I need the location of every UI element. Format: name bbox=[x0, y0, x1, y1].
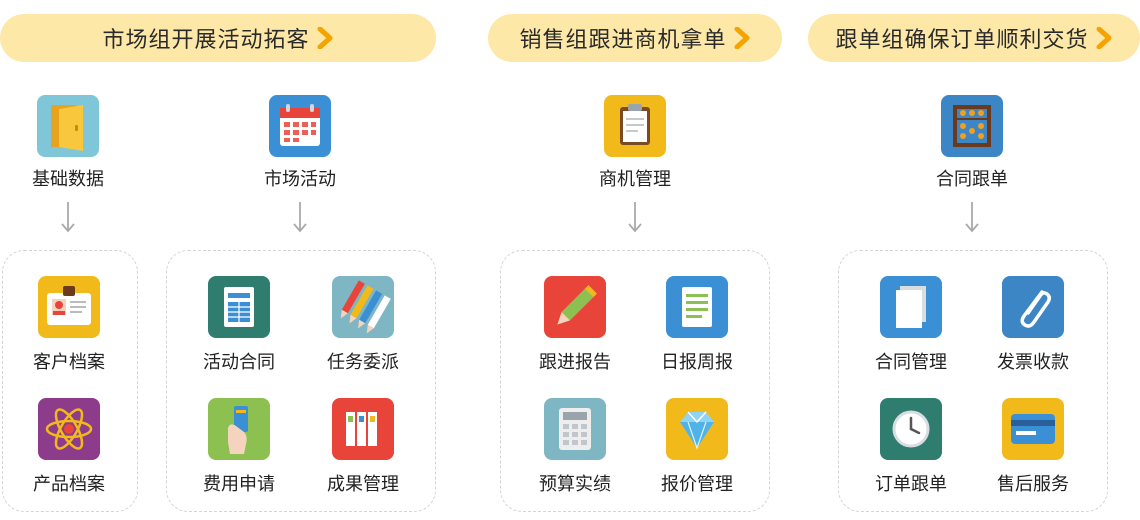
pencils-icon bbox=[332, 276, 394, 338]
node-label: 市场活动 bbox=[264, 169, 336, 190]
credit-card-icon bbox=[1002, 398, 1064, 460]
stage-pill-market: 市场组开展活动拓客 bbox=[0, 14, 436, 62]
item-followup-report[interactable]: 跟进报告 bbox=[520, 276, 630, 374]
node-market-activity[interactable]: 市场活动 bbox=[250, 95, 350, 191]
stage-title: 销售组跟进商机拿单 bbox=[519, 28, 727, 53]
node-label: 商机管理 bbox=[599, 169, 671, 190]
item-daily-report[interactable]: 日报周报 bbox=[642, 276, 752, 374]
item-label: 客户档案 bbox=[33, 352, 105, 373]
node-opportunity[interactable]: 商机管理 bbox=[585, 95, 685, 191]
abacus-icon bbox=[941, 95, 1003, 157]
group-basic-data bbox=[2, 250, 138, 512]
report-icon bbox=[666, 276, 728, 338]
calculator-icon bbox=[544, 398, 606, 460]
clipboard-icon bbox=[604, 95, 666, 157]
atom-icon bbox=[38, 398, 100, 460]
item-result-manage[interactable]: 成果管理 bbox=[308, 398, 418, 496]
chevron-right-icon bbox=[1095, 27, 1113, 49]
card-hand-icon bbox=[208, 398, 270, 460]
item-task-assign[interactable]: 任务委派 bbox=[308, 276, 418, 374]
item-label: 报价管理 bbox=[661, 474, 733, 495]
stage-pill-deliver: 跟单组确保订单顺利交货 bbox=[808, 14, 1140, 62]
group-contract-follow bbox=[838, 250, 1108, 512]
document-icon bbox=[208, 276, 270, 338]
arrow-down-icon bbox=[962, 200, 982, 234]
node-label: 基础数据 bbox=[32, 169, 104, 190]
papers-icon bbox=[880, 276, 942, 338]
paperclip-icon bbox=[1002, 276, 1064, 338]
item-contract-manage[interactable]: 合同管理 bbox=[856, 276, 966, 374]
pencil-icon bbox=[544, 276, 606, 338]
item-after-sales[interactable]: 售后服务 bbox=[978, 398, 1088, 496]
clock-icon bbox=[880, 398, 942, 460]
item-quote-manage[interactable]: 报价管理 bbox=[642, 398, 752, 496]
chevron-right-icon bbox=[733, 27, 751, 49]
item-label: 跟进报告 bbox=[539, 352, 611, 373]
item-expense-request[interactable]: 费用申请 bbox=[184, 398, 294, 496]
arrow-down-icon bbox=[290, 200, 310, 234]
item-label: 预算实绩 bbox=[539, 474, 611, 495]
id-badge-icon bbox=[38, 276, 100, 338]
folder-icon bbox=[37, 95, 99, 157]
stage-title: 跟单组确保订单顺利交货 bbox=[835, 28, 1089, 53]
item-order-follow[interactable]: 订单跟单 bbox=[856, 398, 966, 496]
calendar-icon bbox=[269, 95, 331, 157]
group-market-activity bbox=[166, 250, 436, 512]
item-label: 产品档案 bbox=[33, 474, 105, 495]
item-budget-perf[interactable]: 预算实绩 bbox=[520, 398, 630, 496]
binders-icon bbox=[332, 398, 394, 460]
item-customer-file[interactable]: 客户档案 bbox=[14, 276, 124, 374]
arrow-down-icon bbox=[58, 200, 78, 234]
arrow-down-icon bbox=[625, 200, 645, 234]
item-activity-contract[interactable]: 活动合同 bbox=[184, 276, 294, 374]
stage-pill-sales: 销售组跟进商机拿单 bbox=[488, 14, 782, 62]
group-opportunity bbox=[500, 250, 770, 512]
item-label: 日报周报 bbox=[661, 352, 733, 373]
item-product-file[interactable]: 产品档案 bbox=[14, 398, 124, 496]
diamond-icon bbox=[666, 398, 728, 460]
stage-title: 市场组开展活动拓客 bbox=[102, 28, 310, 53]
item-label: 成果管理 bbox=[327, 474, 399, 495]
item-label: 售后服务 bbox=[997, 474, 1069, 495]
node-basic-data[interactable]: 基础数据 bbox=[18, 95, 118, 191]
node-contract-follow[interactable]: 合同跟单 bbox=[922, 95, 1022, 191]
item-invoice-payment[interactable]: 发票收款 bbox=[978, 276, 1088, 374]
item-label: 费用申请 bbox=[203, 474, 275, 495]
chevron-right-icon bbox=[316, 27, 334, 49]
item-label: 任务委派 bbox=[327, 352, 399, 373]
node-label: 合同跟单 bbox=[936, 169, 1008, 190]
item-label: 活动合同 bbox=[203, 352, 275, 373]
item-label: 发票收款 bbox=[997, 352, 1069, 373]
item-label: 订单跟单 bbox=[875, 474, 947, 495]
item-label: 合同管理 bbox=[875, 352, 947, 373]
